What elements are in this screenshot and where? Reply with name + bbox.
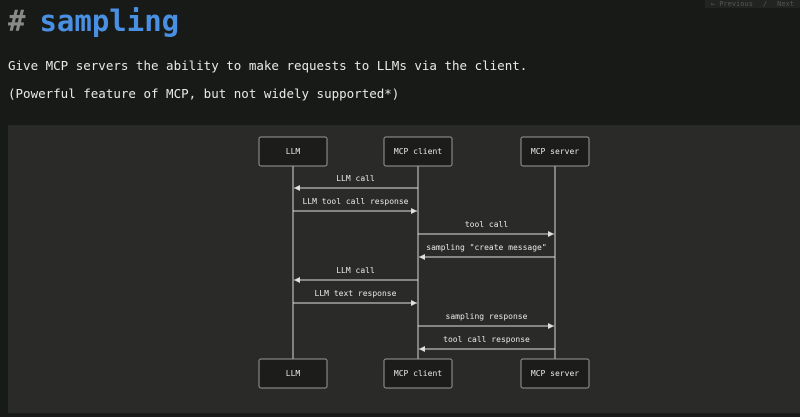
message-label: LLM call	[336, 174, 375, 183]
note-text: (Powerful feature of MCP, but not widely…	[8, 86, 400, 101]
participant-label-bottom: MCP client	[394, 369, 442, 378]
message-label: tool call	[465, 220, 509, 229]
message-label: LLM call	[336, 266, 375, 275]
page-indicator: /	[762, 0, 768, 8]
message-label: LLM tool call response	[303, 197, 409, 206]
participant-label-top: MCP client	[394, 147, 442, 156]
participant-label-top: MCP server	[531, 147, 579, 156]
message-label: sampling response	[446, 312, 528, 321]
heading-hash: #	[8, 4, 26, 38]
participant-box	[383, 136, 453, 167]
participant-box	[520, 358, 590, 389]
message-label: sampling "create message"	[426, 243, 546, 252]
participant-box	[383, 358, 453, 389]
participant-box	[258, 358, 328, 389]
participant-box	[258, 136, 328, 167]
participant-label-bottom: MCP server	[531, 369, 579, 378]
slide-nav: ← Previous / Next	[704, 0, 800, 8]
message-label: LLM text response	[315, 289, 397, 298]
next-button[interactable]: Next	[777, 0, 794, 8]
title-text: sampling	[39, 4, 180, 38]
previous-button[interactable]: ← Previous	[710, 0, 753, 8]
description-text: Give MCP servers the ability to make req…	[8, 58, 528, 73]
page-title: # sampling	[8, 4, 179, 38]
participant-box	[520, 136, 590, 167]
participant-label-top: LLM	[286, 147, 301, 156]
participant-label-bottom: LLM	[286, 369, 301, 378]
message-label: tool call response	[443, 335, 530, 344]
